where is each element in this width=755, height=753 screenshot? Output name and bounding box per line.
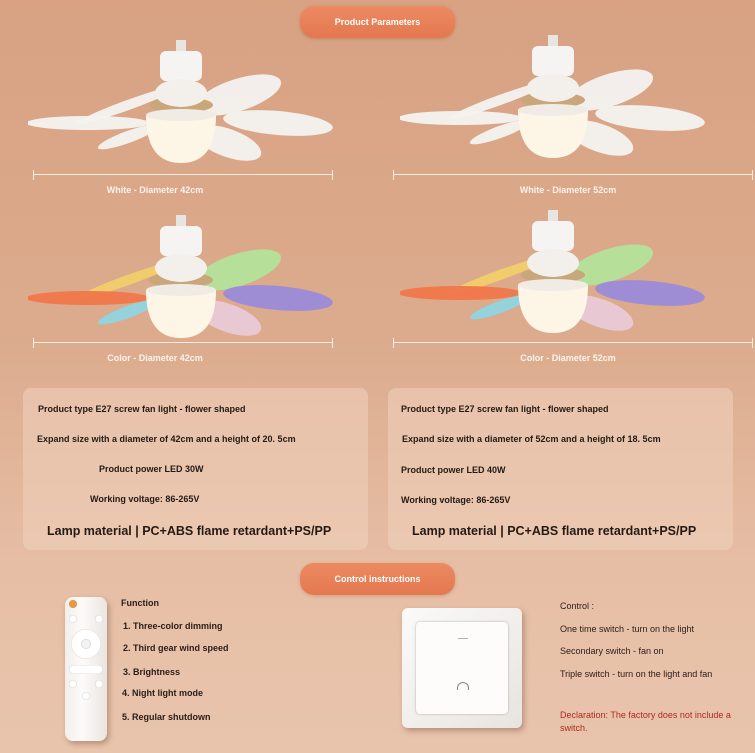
motor-housing (532, 221, 574, 251)
fan-blade (223, 110, 333, 136)
function-item: 5. Regular shutdown (122, 712, 211, 722)
control-instructions-badge: Control instructions (300, 563, 455, 595)
light-bulb (518, 285, 588, 333)
fan-blade (566, 244, 654, 286)
diameter-line (33, 170, 333, 180)
motor-housing (532, 46, 574, 76)
spec-voltage: Working voltage: 86-265V (90, 494, 200, 504)
power-button (69, 600, 77, 608)
fan-color-52 (398, 205, 710, 355)
spec-type: Product type E27 screw fan light - flowe… (38, 404, 246, 414)
function-item: 2. Third gear wind speed (123, 643, 229, 653)
indicator-line (458, 638, 468, 639)
fan-blade (97, 299, 159, 325)
button (69, 680, 77, 688)
bulb-top (518, 279, 588, 291)
motor-housing (160, 51, 202, 81)
bulb-top (146, 109, 216, 121)
function-item: 1. Three-color dimming (123, 621, 223, 631)
fan-blade (194, 249, 282, 291)
declaration-note: Declaration: The factory does not includ… (560, 710, 731, 733)
fan-blade (566, 69, 654, 111)
function-item: 4. Night light mode (122, 688, 203, 698)
fan-blade (76, 260, 180, 300)
control-item: Triple switch - turn on the light and fa… (560, 669, 713, 679)
motor-body (527, 74, 579, 102)
fan-blade (223, 285, 333, 311)
bulb-top (518, 104, 588, 116)
fan-label: Color - Diameter 42cm (107, 353, 203, 363)
fan-label: Color - Diameter 52cm (520, 353, 616, 363)
mode-buttons (69, 665, 103, 674)
motor-body (527, 249, 579, 277)
diameter-line (33, 338, 333, 348)
spec-material: Lamp material | PC+ABS flame retardant+P… (47, 524, 332, 538)
function-heading: Function (121, 598, 159, 608)
motor-housing (160, 226, 202, 256)
fan-label: White - Diameter 52cm (519, 185, 617, 195)
diameter-line (393, 170, 753, 180)
light-bulb (146, 115, 216, 163)
fan-button (95, 615, 103, 623)
light-bulb (146, 290, 216, 338)
control-heading: Control : (560, 601, 595, 611)
control-item: One time switch - turn on the light (560, 624, 695, 634)
fan-blade (469, 294, 531, 320)
function-item: 3. Brightness (123, 667, 181, 677)
diameter-line (393, 338, 753, 348)
screw-base (548, 210, 558, 222)
fan-blade (398, 286, 522, 300)
fan-blade (595, 280, 705, 306)
fan-blade (26, 291, 150, 305)
fan-blade (595, 105, 705, 131)
light-button (69, 615, 77, 623)
wall-switch (402, 608, 522, 728)
spec-power: Product power LED 40W (401, 465, 506, 475)
button (95, 680, 103, 688)
switch-rocker (416, 622, 508, 714)
spec-size: Expand size with a diameter of 52cm and … (402, 434, 661, 444)
bulb-top (146, 284, 216, 296)
fan-blade (448, 80, 552, 120)
spec-size: Expand size with a diameter of 42cm and … (37, 434, 296, 444)
fan-white-52 (398, 30, 710, 180)
screw-base (176, 215, 186, 227)
screw-base (176, 40, 186, 52)
screw-base (548, 35, 558, 47)
fan-blade (26, 116, 150, 130)
fan-label: White - Diameter 42cm (106, 185, 204, 195)
motor-body (155, 79, 207, 107)
fan-blade (97, 124, 159, 150)
fan-white-42 (26, 35, 338, 185)
button (82, 692, 90, 700)
product-parameters-badge: Product Parameters (300, 6, 455, 38)
fan-blade (194, 74, 282, 116)
remote-control (65, 597, 107, 741)
section-title: Product Parameters (334, 17, 421, 27)
spec-box-52: Product type E27 screw fan light - flowe… (388, 388, 733, 550)
control-item: Secondary switch - fan on (560, 646, 664, 656)
fan-blade (469, 119, 531, 145)
motor-body (155, 254, 207, 282)
spec-material: Lamp material | PC+ABS flame retardant+P… (412, 524, 697, 538)
fan-blade (398, 111, 522, 125)
spec-box-42: Product type E27 screw fan light - flowe… (23, 388, 368, 550)
wifi-icon (457, 682, 469, 690)
fan-blade (448, 255, 552, 295)
fan-blade (76, 85, 180, 125)
light-bulb (518, 110, 588, 158)
center-button (81, 639, 91, 649)
spec-power: Product power LED 30W (99, 464, 204, 474)
spec-type: Product type E27 screw fan light - flowe… (401, 404, 609, 414)
spec-voltage: Working voltage: 86-265V (401, 495, 511, 505)
section-title: Control instructions (334, 574, 421, 584)
fan-color-42 (26, 210, 338, 360)
